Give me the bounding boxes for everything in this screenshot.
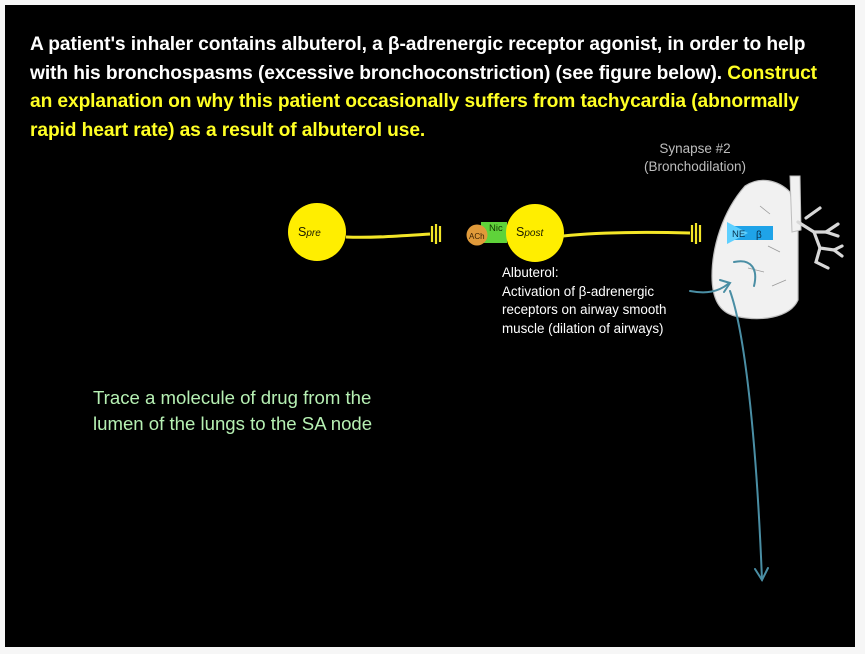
post-axon bbox=[562, 230, 691, 238]
synapse-title: Synapse #2 (Bronchodilation) bbox=[620, 140, 770, 176]
ne-label: NE bbox=[732, 229, 745, 240]
albuterol-note-line4: muscle (dilation of airways) bbox=[502, 320, 664, 336]
albuterol-note-line3: receptors on airway smooth bbox=[502, 302, 667, 318]
albuterol-note-line2: Activation of β-adrenergic bbox=[502, 283, 655, 299]
albuterol-note-line1: Albuterol: bbox=[502, 265, 559, 280]
absorption-arrows bbox=[689, 260, 769, 583]
question-prompt: Construct an explanation on why this pat… bbox=[30, 62, 817, 141]
slide bbox=[5, 5, 855, 647]
post-neuron-body bbox=[506, 204, 564, 262]
pre-axon-terminal bbox=[430, 224, 442, 244]
albuterol-note: Albuterol: Activation of β-adrenergic re… bbox=[502, 264, 742, 338]
ach-label: ACh bbox=[469, 232, 485, 241]
synapse-title-line1: Synapse #2 bbox=[659, 141, 731, 156]
ne-molecule bbox=[727, 222, 748, 244]
question-intro: A patient's inhaler contains albuterol, … bbox=[30, 34, 806, 84]
nic-label: Nic bbox=[489, 223, 503, 234]
nicotinic-receptor bbox=[481, 222, 507, 243]
trace-line2: lumen of the lungs to the SA node bbox=[93, 413, 373, 434]
beta-label: β bbox=[756, 230, 762, 241]
trace-line1: Trace a molecule of drug from the bbox=[93, 387, 372, 408]
ach-molecule bbox=[466, 224, 488, 246]
pre-axon bbox=[345, 232, 431, 239]
post-neuron-label: Spost bbox=[516, 225, 544, 239]
post-axon-terminal bbox=[690, 223, 702, 244]
pre-neuron-label: Spre bbox=[298, 225, 321, 239]
lung-illustration bbox=[711, 175, 844, 320]
question-text: A patient's inhaler contains albuterol, … bbox=[30, 31, 820, 145]
synapse-title-line2: (Bronchodilation) bbox=[643, 159, 747, 174]
pre-neuron-body bbox=[288, 203, 346, 261]
trace-instruction: Trace a molecule of drug from the lumen … bbox=[93, 385, 453, 437]
